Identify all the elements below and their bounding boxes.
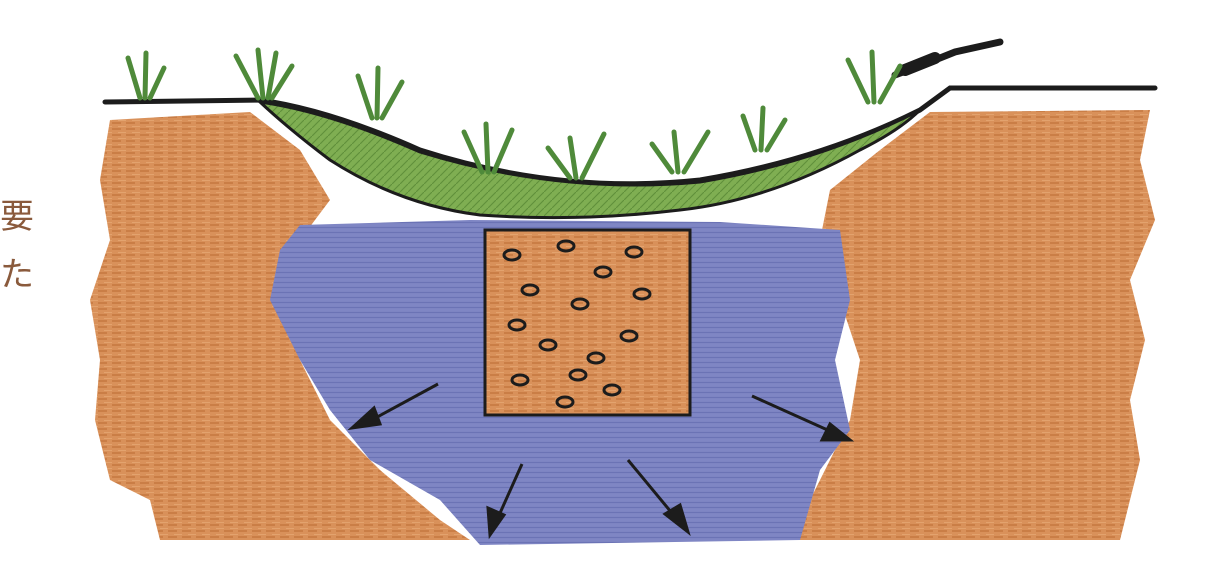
soil-right (790, 110, 1155, 540)
grass-tuft-icon (743, 108, 785, 150)
grass-tuft-icon (236, 50, 292, 98)
gravel-trench (485, 230, 690, 415)
grass-tuft-icon (652, 132, 708, 172)
grass-tuft-icon (848, 52, 900, 102)
grass-tuft-icon (358, 68, 402, 118)
inlet-pipe-icon (895, 42, 1000, 75)
grass-tuft-icon (128, 53, 164, 98)
grass-tuft-icon (548, 134, 604, 178)
